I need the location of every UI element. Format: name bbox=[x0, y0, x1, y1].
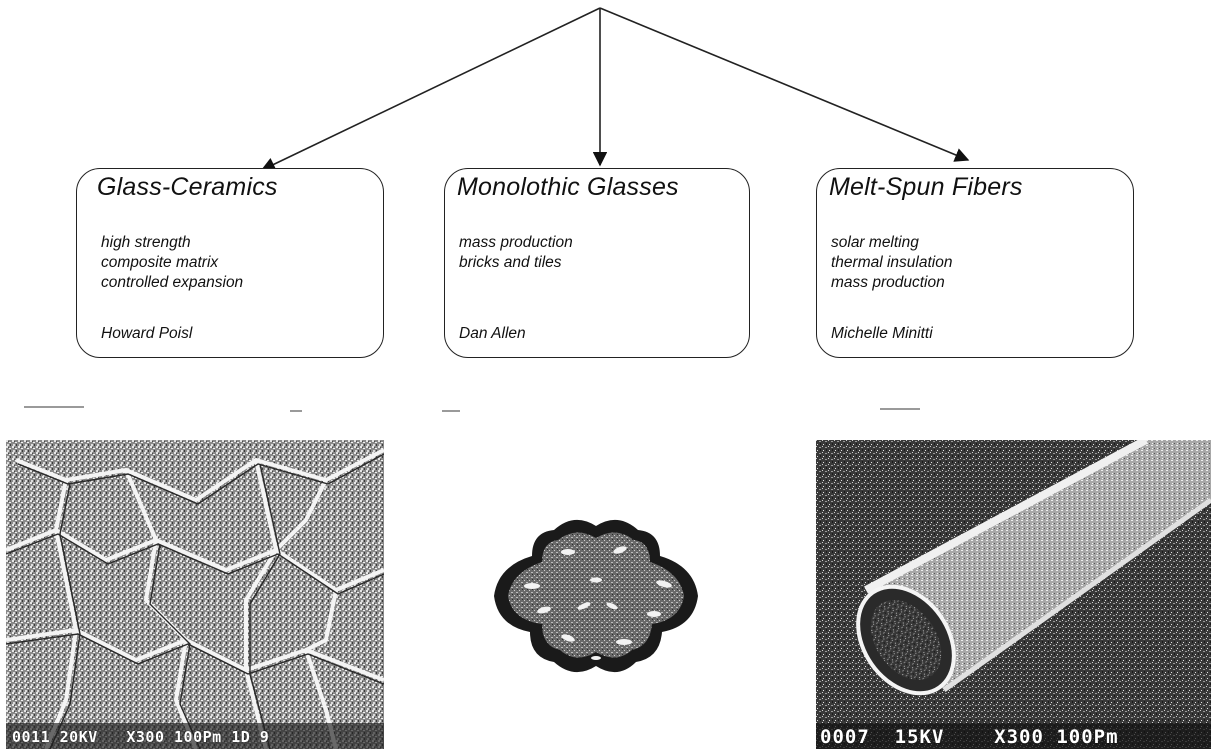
list-item: high strength bbox=[101, 233, 243, 253]
micrograph-texture bbox=[816, 440, 1211, 749]
scan-speck bbox=[24, 406, 84, 408]
list-item: composite matrix bbox=[101, 253, 243, 273]
list-item: bricks and tiles bbox=[459, 253, 573, 273]
box-researcher-name: Michelle Minitti bbox=[831, 325, 933, 343]
scan-speck bbox=[442, 410, 460, 412]
box-researcher-name: Dan Allen bbox=[459, 325, 526, 343]
monolithic-glasses-box: Monolothic Glasses mass production brick… bbox=[444, 168, 750, 358]
box-item-list: mass production bricks and tiles bbox=[459, 233, 573, 273]
list-item: mass production bbox=[459, 233, 573, 253]
scan-speck bbox=[880, 408, 920, 410]
monolithic-glass-sample bbox=[484, 510, 708, 682]
melt-spun-fiber-micrograph: 0007 15KV X300 100Pm bbox=[816, 440, 1211, 749]
box-title: Melt-Spun Fibers bbox=[829, 173, 1023, 202]
box-item-list: solar melting thermal insulation mass pr… bbox=[831, 233, 952, 293]
list-item: thermal insulation bbox=[831, 253, 952, 273]
box-title: Glass-Ceramics bbox=[97, 173, 278, 202]
micrograph-texture bbox=[6, 440, 384, 749]
list-item: solar melting bbox=[831, 233, 952, 253]
scan-speck bbox=[290, 410, 302, 412]
box-researcher-name: Howard Poisl bbox=[101, 325, 192, 343]
glass-ceramic-micrograph: 0011 20KV X300 100Pm 1D 9 bbox=[6, 440, 384, 749]
micrograph-caption: 0011 20KV X300 100Pm 1D 9 bbox=[6, 726, 384, 748]
arrow-to-melt-spun-fibers bbox=[600, 8, 968, 160]
glass-ceramics-box: Glass-Ceramics high strength composite m… bbox=[76, 168, 384, 358]
box-item-list: high strength composite matrix controlle… bbox=[101, 233, 243, 293]
box-title: Monolothic Glasses bbox=[457, 173, 679, 202]
melt-spun-fibers-box: Melt-Spun Fibers solar melting thermal i… bbox=[816, 168, 1134, 358]
list-item: controlled expansion bbox=[101, 273, 243, 293]
arrow-to-glass-ceramics bbox=[262, 8, 600, 170]
list-item: mass production bbox=[831, 273, 952, 293]
micrograph-caption: 0007 15KV X300 100Pm bbox=[816, 726, 1211, 748]
